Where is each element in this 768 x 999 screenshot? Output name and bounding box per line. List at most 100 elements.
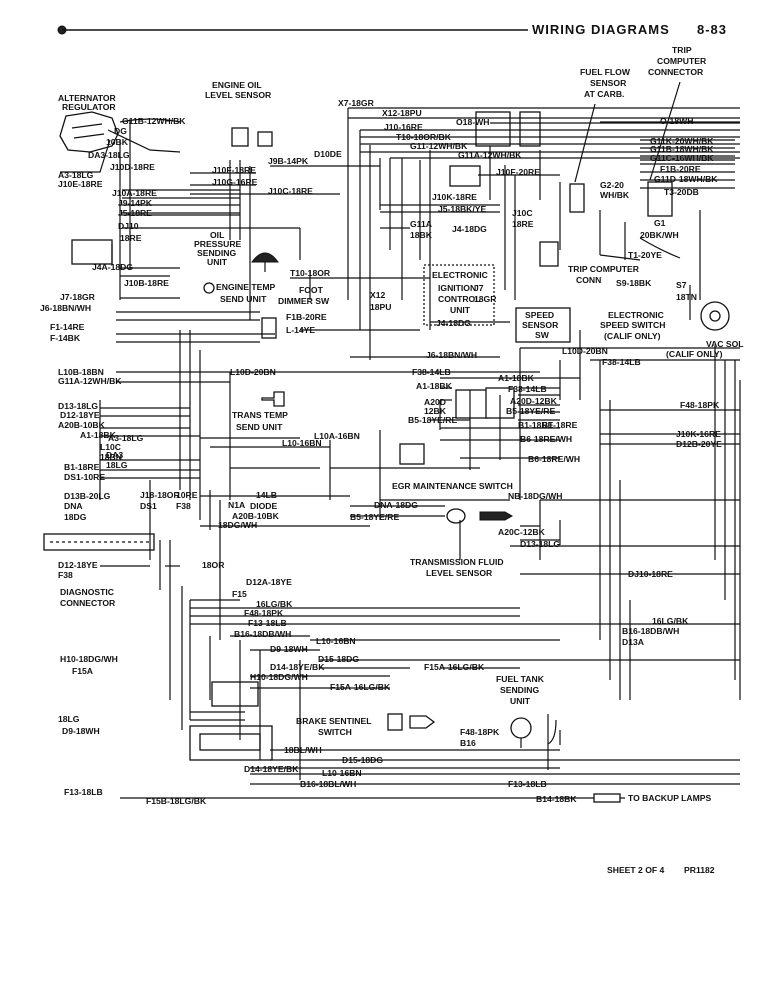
speed-sensor-label-1: SPEED [525, 310, 554, 320]
wire-label: A20D [424, 397, 446, 407]
wire-label: G11K-20WH/BK [650, 136, 714, 146]
wire-label: G11B-12WH/BK [122, 116, 186, 126]
wire-label: B1-18RE [518, 420, 554, 430]
fuel-tank-label-2: SENDING [500, 685, 539, 695]
wire-label: J10F-18RE [212, 165, 256, 175]
fuel-tank-label-3: UNIT [510, 696, 531, 706]
engine-temp-sender-body [203, 282, 215, 294]
brake-sentinel-label-2: SWITCH [318, 727, 352, 737]
wire-label: J10B-18RE [124, 278, 169, 288]
wire-label: X7-18GR [338, 98, 375, 108]
wire-label: O18-WH [456, 117, 489, 127]
wire-label: 18TN [676, 292, 697, 302]
wire-label: L-14YE [286, 325, 315, 335]
wire-label: L10-16BN [316, 636, 356, 646]
wire-label: S9-18BK [616, 278, 652, 288]
wire-label: D9-18WH [62, 726, 100, 736]
wire-label: 18BL/WH [284, 745, 322, 755]
wire-label: J10K-16RE [676, 429, 721, 439]
wire-label: F-14BK [50, 333, 81, 343]
wire-label: G11B-18WH/BK [650, 144, 714, 154]
egr-switch-label: EGR MAINTENANCE SWITCH [392, 481, 513, 491]
header-title: WIRING DIAGRAMS [532, 22, 670, 37]
vac-solenoid: VAC SOL (CALIF ONLY) [666, 301, 744, 359]
wire-label: J4-18DG [452, 224, 487, 234]
engine-temp-label-2: SEND UNIT [220, 294, 267, 304]
elec-speed-switch-label-2: SPEED SWITCH [600, 320, 665, 330]
engine-oil-level-sensor-label-2: LEVEL SENSOR [205, 90, 272, 100]
wire-label: J6-18BN/WH [40, 303, 91, 313]
wire-label: F1-14RE [50, 322, 85, 332]
speed-sensor-label-2: SENSOR [522, 320, 559, 330]
wire-label: A1-18BK [498, 373, 535, 383]
instrument-connector [211, 681, 259, 707]
wire-label: A1-18BK [80, 430, 117, 440]
wire-labels-layer: X7-18GRX12-18PUO18-WHJ10-16RET10-18OR/BK… [40, 98, 722, 806]
wire-label: 18LG [106, 460, 128, 470]
wire-label: G11A-12WH/BK [58, 376, 122, 386]
oil-pressure-sending-unit: OIL PRESSURE SENDING UNIT [194, 230, 279, 272]
wire-label: L10-16BN [322, 768, 362, 778]
wire-label: D13A [622, 637, 644, 647]
engine-oil-level-sensor: ENGINE OIL LEVEL SENSOR [205, 80, 273, 147]
wire-label: DNA [64, 501, 83, 511]
wire-label: J18-18OR [140, 490, 180, 500]
wire-label: G11A [410, 219, 432, 229]
wire-label: 16LG/BK [256, 599, 293, 609]
wire-label: F38 [176, 501, 191, 511]
elec-speed-switch-label-3: (CALIF ONLY) [604, 331, 661, 341]
wire-label: B6-18RE/WH [528, 454, 580, 464]
wire-label: 18OR [202, 560, 225, 570]
wire-label: L10A-16BN [314, 431, 360, 441]
wire-label: 20BK/WH [640, 230, 679, 240]
wire-label: J9B-14PK [268, 156, 309, 166]
wire-label: L10C [100, 442, 121, 452]
sheet-number: SHEET 2 OF 4 [607, 865, 665, 875]
wire-label: 12BK [424, 406, 447, 416]
wire-label: F38-14LB [412, 367, 451, 377]
wire-label: D13-18LG [520, 539, 560, 549]
oil-pressure-label-4: UNIT [207, 257, 228, 267]
oil-pressure-label-2: PRESSURE [194, 239, 242, 249]
ignition-label-1: ELECTRONIC [432, 270, 488, 280]
diode: N1A DIODE [228, 500, 277, 511]
wire-label: 18RE [512, 219, 534, 229]
da3-lead [60, 139, 111, 173]
wire-label: 18RE [120, 233, 142, 243]
fuel-flow-sensor-label-3: AT CARB. [584, 89, 624, 99]
wire-label: F15A [72, 666, 93, 676]
wire-label: D15-18DG [342, 755, 383, 765]
wire-label: B16-18DB/WH [622, 626, 679, 636]
wire-label: 18PU [370, 302, 392, 312]
wire-label: F48-18PK [680, 400, 720, 410]
wire-label: J10K-18RE [432, 192, 477, 202]
wire-label: J7 [474, 283, 484, 293]
wire-label: G11A-12WH/BK [458, 150, 522, 160]
wire-label: 14LB [256, 490, 277, 500]
wire-label: A20B-10BK [58, 420, 106, 430]
wire-label: F38-14LB [602, 357, 641, 367]
speed-sensor-switch: SPEED SENSOR SW [515, 307, 571, 343]
brake-sentinel-label-1: BRAKE SENTINEL [296, 716, 371, 726]
wire-label: DA3 [106, 450, 123, 460]
engine-oil-level-sensor-body [231, 127, 249, 147]
wire-label: A20C-12BK [498, 527, 546, 537]
wire-label: L10D-20BN [562, 346, 608, 356]
wire-label: G2-20 [600, 180, 624, 190]
wire-label: J6-18BN/WH [426, 350, 477, 360]
wire-label: A1-18BK [416, 381, 453, 391]
alternator-regulator-body [59, 111, 119, 153]
wire-label: 18DG [64, 512, 87, 522]
wire-label: 18GR [474, 294, 497, 304]
trip-computer-connector-label-3: CONNECTOR [648, 67, 704, 77]
wire-label: J10A-18RE [112, 188, 157, 198]
wire-label: J10G-16RE [212, 177, 258, 187]
wire-label: DG [114, 126, 127, 136]
trip-computer-conn-label-2: CONN [576, 275, 601, 285]
alternator-lead [119, 118, 181, 123]
speed-sensor-box [515, 307, 571, 343]
wire-label: J10-16RE [384, 122, 423, 132]
backup-lamps-connector [593, 793, 621, 803]
fuel-flow-sensor-label-2: SENSOR [590, 78, 627, 88]
fuel-flow-sensor-label-1: FUEL FLOW [580, 67, 631, 77]
